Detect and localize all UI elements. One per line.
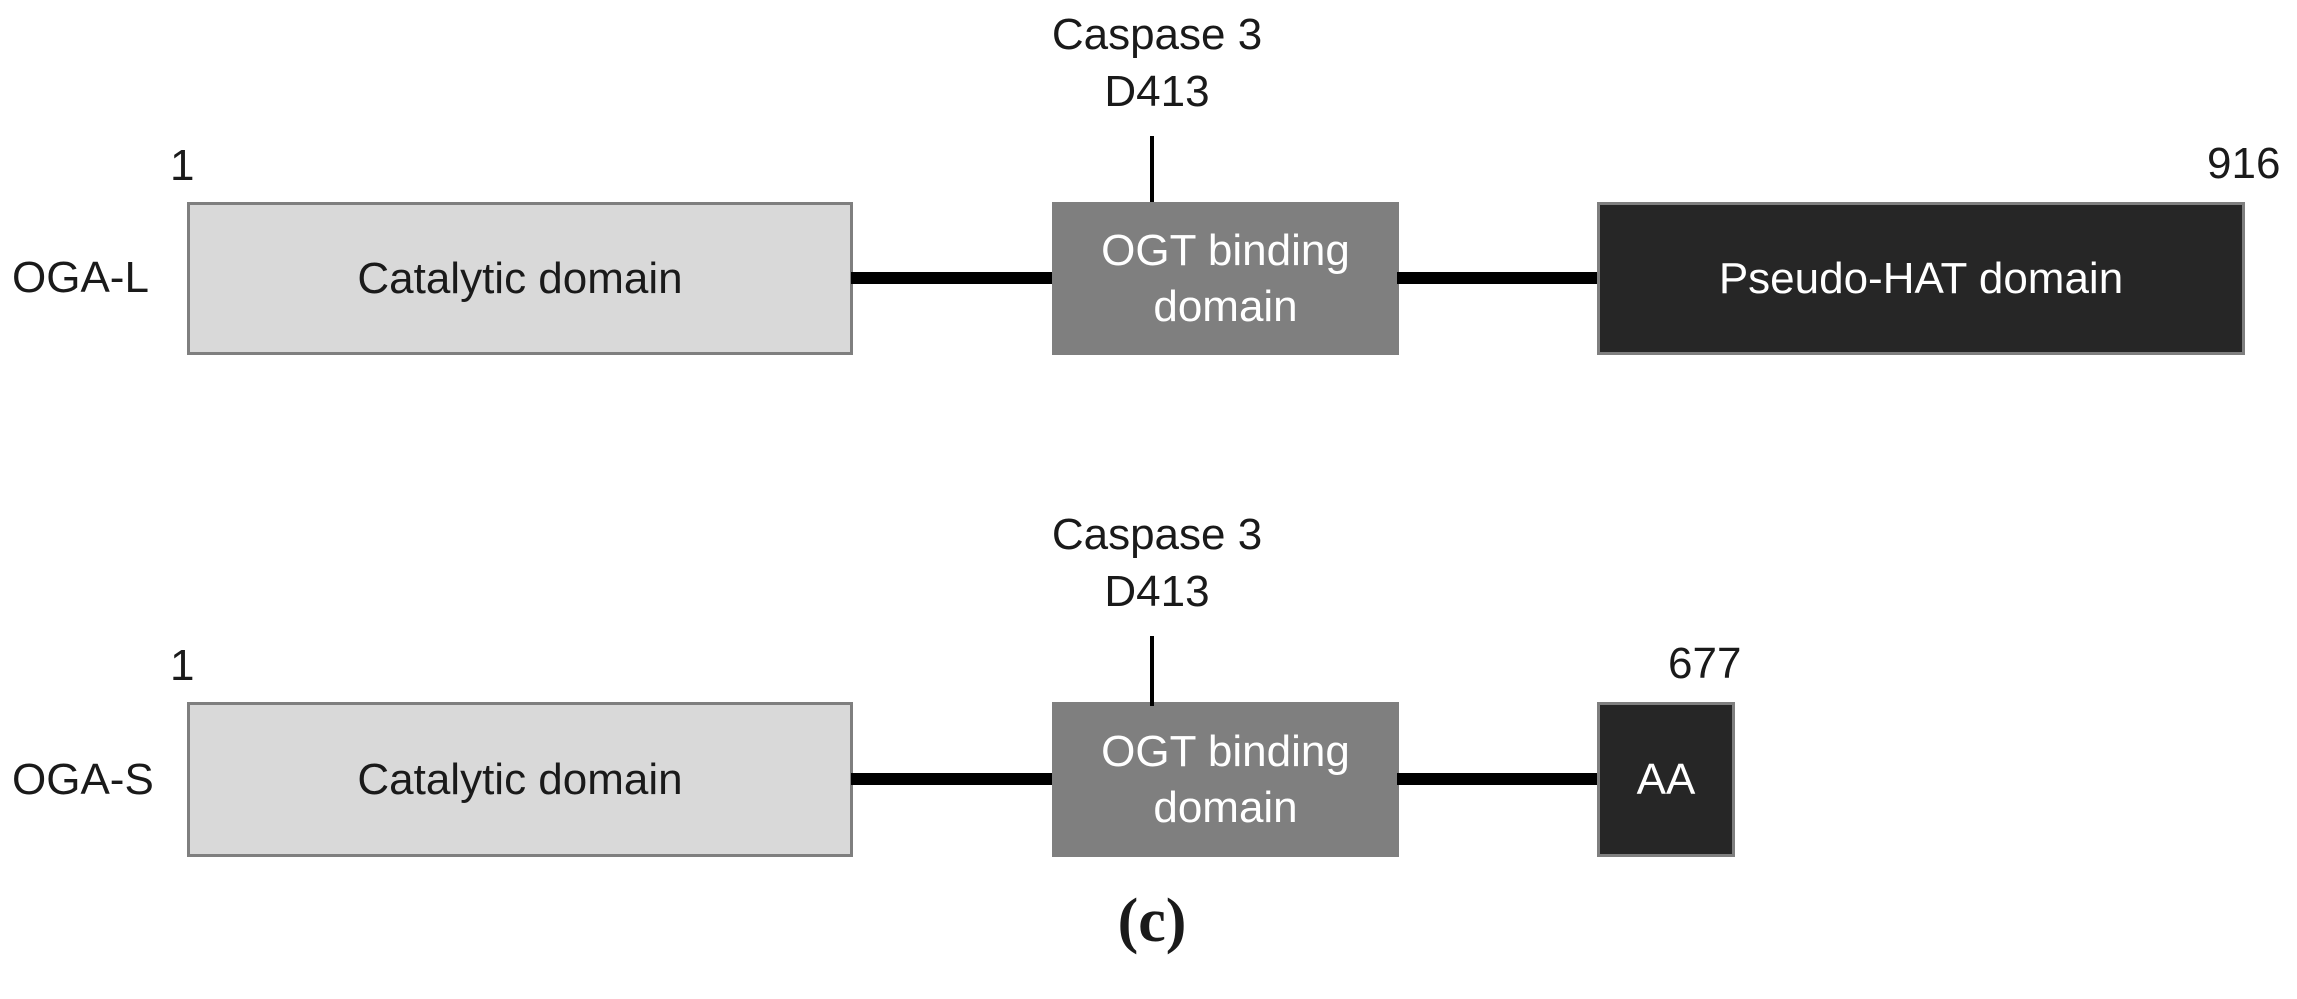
cleavage-site-label-oga-l: D413 — [1104, 67, 1210, 117]
domain-label-catalytic-oga-l: Catalytic domain — [357, 253, 683, 303]
cleavage-annotation-oga-l: Caspase 3 D413 — [1052, 6, 1262, 120]
domain-label-aa-oga-s: AA — [1636, 754, 1696, 804]
domain-box-catalytic-oga-l: Catalytic domain — [187, 202, 853, 355]
domain-box-aa-oga-s: AA — [1597, 702, 1735, 857]
domain-box-ogt-binding-oga-l: OGT binding domain — [1052, 202, 1399, 355]
cleavage-site-label-oga-s: D413 — [1104, 567, 1210, 617]
domain-label-ogt-binding-oga-l: OGT binding domain — [1101, 225, 1350, 331]
domain-label-ogt-binding-oga-s: OGT binding domain — [1101, 726, 1350, 832]
domain-box-pseudo-hat-oga-l: Pseudo-HAT domain — [1597, 202, 2245, 355]
linker-line-1-oga-s — [851, 773, 1054, 785]
protein-label-oga-s: OGA-S — [12, 755, 154, 804]
domain-label-catalytic-oga-s: Catalytic domain — [357, 754, 683, 804]
end-residue-oga-l: 916 — [2207, 139, 2281, 188]
cleavage-pointer-line-oga-s — [1150, 636, 1154, 706]
cleavage-enzyme-label-oga-l: Caspase 3 — [1051, 10, 1263, 59]
end-residue-oga-s: 677 — [1668, 639, 1742, 688]
protein-label-oga-l: OGA-L — [12, 253, 149, 302]
start-residue-oga-s: 1 — [170, 641, 195, 690]
domain-box-catalytic-oga-s: Catalytic domain — [187, 702, 853, 857]
cleavage-enzyme-label-oga-s: Caspase 3 — [1051, 510, 1263, 559]
panel-label-c: (c) — [1117, 887, 1187, 955]
domain-box-ogt-binding-oga-s: OGT binding domain — [1052, 702, 1399, 857]
start-residue-oga-l: 1 — [170, 141, 195, 190]
linker-line-2-oga-s — [1397, 773, 1599, 785]
cleavage-pointer-line-oga-l — [1150, 136, 1154, 202]
domain-label-pseudo-hat-oga-l: Pseudo-HAT domain — [1718, 253, 2124, 303]
cleavage-annotation-oga-s: Caspase 3 D413 — [1052, 506, 1262, 620]
linker-line-1-oga-l — [851, 272, 1054, 284]
linker-line-2-oga-l — [1397, 272, 1599, 284]
